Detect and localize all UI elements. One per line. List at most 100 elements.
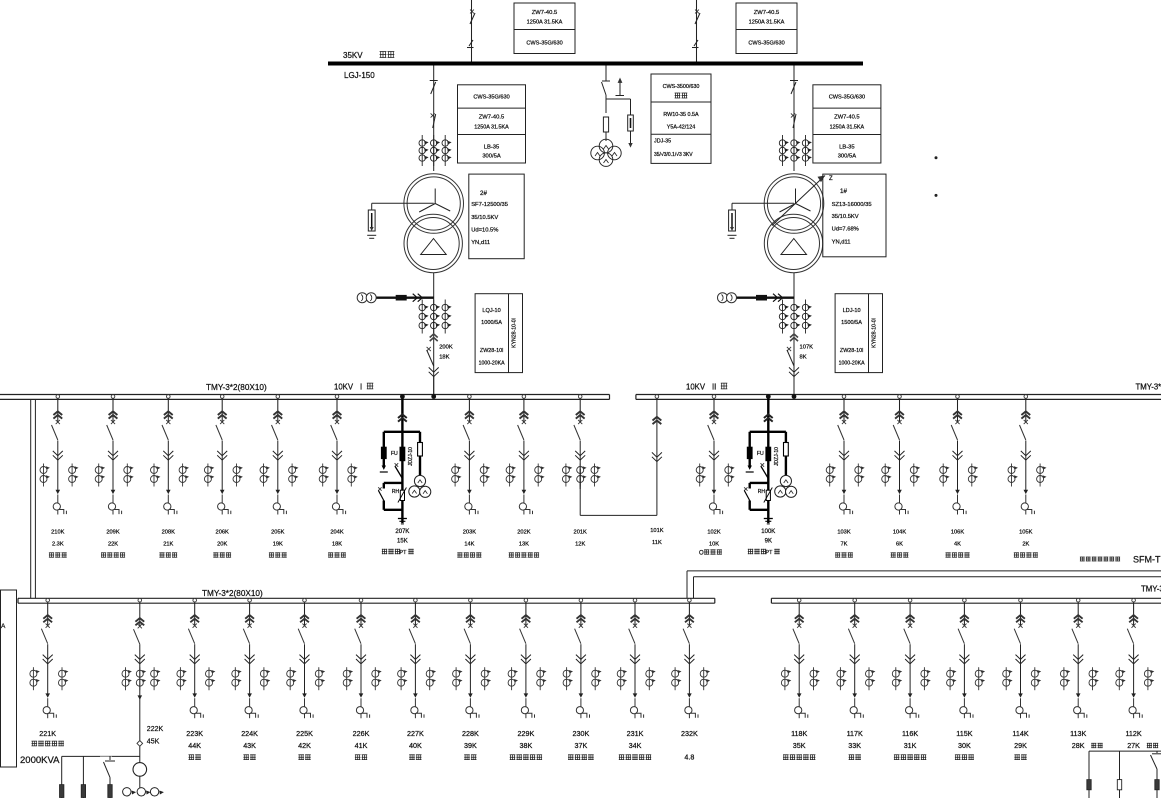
svg-text:44K: 44K	[188, 741, 201, 750]
svg-text:42K: 42K	[298, 741, 311, 750]
svg-text:PT: PT	[766, 550, 774, 556]
svg-text:115K: 115K	[956, 729, 972, 738]
svg-text:1#: 1#	[840, 188, 847, 195]
svg-text:106K: 106K	[951, 530, 964, 536]
svg-text:CWS-3500/630: CWS-3500/630	[663, 84, 700, 90]
svg-text:JDJ-35: JDJ-35	[654, 139, 671, 145]
svg-text:226K: 226K	[353, 729, 370, 738]
svg-text:RH: RH	[392, 489, 400, 495]
svg-text:2K: 2K	[1022, 542, 1029, 548]
svg-text:222K: 222K	[147, 726, 164, 733]
svg-text:231K: 231K	[627, 729, 644, 738]
svg-text:YN,d11: YN,d11	[471, 240, 490, 246]
svg-text:35KV: 35KV	[343, 51, 363, 60]
svg-text:7K: 7K	[841, 542, 848, 548]
svg-text:1500/5A: 1500/5A	[841, 320, 862, 326]
svg-text:LQJ-10: LQJ-10	[482, 308, 500, 314]
svg-text:27K: 27K	[1127, 741, 1140, 750]
svg-text:1250A 31.5KA: 1250A 31.5KA	[527, 20, 563, 26]
svg-text:227K: 227K	[407, 729, 424, 738]
svg-text:1250A 31.5KA: 1250A 31.5KA	[474, 125, 509, 131]
svg-text:18K: 18K	[439, 355, 449, 361]
svg-text:41K: 41K	[355, 741, 368, 750]
svg-text:RW10-35 0.5A: RW10-35 0.5A	[663, 112, 699, 118]
svg-text:35/√3/0.1/√3 3KV: 35/√3/0.1/√3 3KV	[654, 151, 693, 158]
svg-text:CWS-35G/630: CWS-35G/630	[829, 95, 865, 101]
svg-text:TMY-3*2(80X10): TMY-3*2(80X10)	[1136, 383, 1161, 392]
svg-text:ZW7-40.5: ZW7-40.5	[754, 10, 779, 16]
svg-text:229K: 229K	[518, 729, 535, 738]
svg-text:116K: 116K	[902, 729, 918, 738]
svg-text:20K: 20K	[217, 542, 227, 548]
svg-text:45K: 45K	[147, 739, 160, 746]
svg-text:FU: FU	[391, 451, 398, 457]
svg-text:300/5A: 300/5A	[838, 154, 857, 160]
svg-text:CWS-35G/630: CWS-35G/630	[526, 41, 562, 47]
svg-text:10KV: 10KV	[686, 383, 706, 392]
svg-text:223K: 223K	[186, 729, 203, 738]
svg-text:107K: 107K	[800, 345, 814, 351]
svg-text:22K: 22K	[108, 542, 118, 548]
svg-text:1250A 31.5KA: 1250A 31.5KA	[830, 125, 865, 131]
svg-text:37K: 37K	[575, 741, 588, 750]
svg-text:SF7-12500/35: SF7-12500/35	[471, 202, 508, 208]
svg-text:FU: FU	[757, 451, 764, 457]
svg-text:11K: 11K	[652, 540, 662, 546]
svg-text:PT: PT	[400, 550, 408, 556]
svg-text:29K: 29K	[1014, 741, 1027, 750]
svg-text:TMY-3*2(80X10): TMY-3*2(80X10)	[202, 589, 263, 598]
svg-text:ZW7-40.5: ZW7-40.5	[532, 10, 557, 16]
svg-text:RH: RH	[758, 489, 766, 495]
svg-text:I: I	[360, 383, 362, 392]
svg-text:Z: Z	[829, 176, 833, 182]
svg-text:204K: 204K	[330, 530, 343, 536]
svg-text:10K: 10K	[709, 542, 719, 548]
svg-text:14K: 14K	[464, 542, 474, 548]
svg-text:18K: 18K	[332, 542, 342, 548]
svg-text:15K: 15K	[397, 539, 408, 545]
svg-text:118K: 118K	[791, 729, 807, 738]
svg-text:112K: 112K	[1125, 729, 1141, 738]
svg-text:2.3K: 2.3K	[52, 542, 64, 548]
svg-text:230K: 230K	[573, 729, 590, 738]
svg-text:O: O	[699, 551, 704, 557]
svg-text:34K: 34K	[629, 741, 642, 750]
svg-text:224K: 224K	[241, 729, 258, 738]
svg-text:1000-20KA: 1000-20KA	[479, 361, 505, 367]
svg-text:35/10.5KV: 35/10.5KV	[471, 215, 498, 221]
svg-text:206K: 206K	[216, 530, 229, 536]
svg-text:225K: 225K	[296, 729, 313, 738]
svg-text:232K: 232K	[681, 729, 698, 738]
svg-text:39K: 39K	[464, 741, 477, 750]
svg-text:19K: 19K	[273, 542, 283, 548]
svg-text:6K: 6K	[896, 542, 903, 548]
svg-text:300/5A: 300/5A	[482, 154, 501, 160]
svg-text:LB-35: LB-35	[484, 145, 499, 151]
svg-text:228K: 228K	[462, 729, 479, 738]
svg-text:100K: 100K	[761, 529, 775, 535]
svg-text:YN,d11: YN,d11	[832, 240, 851, 246]
svg-text:203K: 203K	[463, 530, 476, 536]
svg-text:102K: 102K	[707, 530, 720, 536]
svg-text:CWS-35G/630: CWS-35G/630	[473, 95, 509, 101]
svg-text:2000KVA: 2000KVA	[20, 755, 60, 766]
svg-text:8K: 8K	[800, 355, 807, 361]
svg-text:201K: 201K	[574, 530, 587, 536]
svg-text:205K: 205K	[271, 530, 284, 536]
svg-text:208K: 208K	[162, 530, 175, 536]
svg-text:209K: 209K	[106, 530, 119, 536]
svg-text:103K: 103K	[837, 530, 850, 536]
svg-text:105K: 105K	[1019, 530, 1032, 536]
svg-text:A: A	[1, 623, 6, 630]
svg-text:ZW7-40.5: ZW7-40.5	[834, 115, 859, 121]
svg-text:1000/5A: 1000/5A	[481, 320, 502, 326]
svg-text:40K: 40K	[409, 741, 422, 750]
svg-text:Y5A-42/124: Y5A-42/124	[667, 125, 695, 131]
svg-text:12K: 12K	[575, 542, 585, 548]
svg-text:221K: 221K	[39, 729, 56, 738]
svg-text:2#: 2#	[480, 190, 487, 197]
svg-text:KYN28-10-0l: KYN28-10-0l	[512, 318, 518, 348]
svg-text:II: II	[712, 383, 716, 392]
svg-text:30K: 30K	[958, 741, 971, 750]
svg-text:202K: 202K	[517, 530, 530, 536]
